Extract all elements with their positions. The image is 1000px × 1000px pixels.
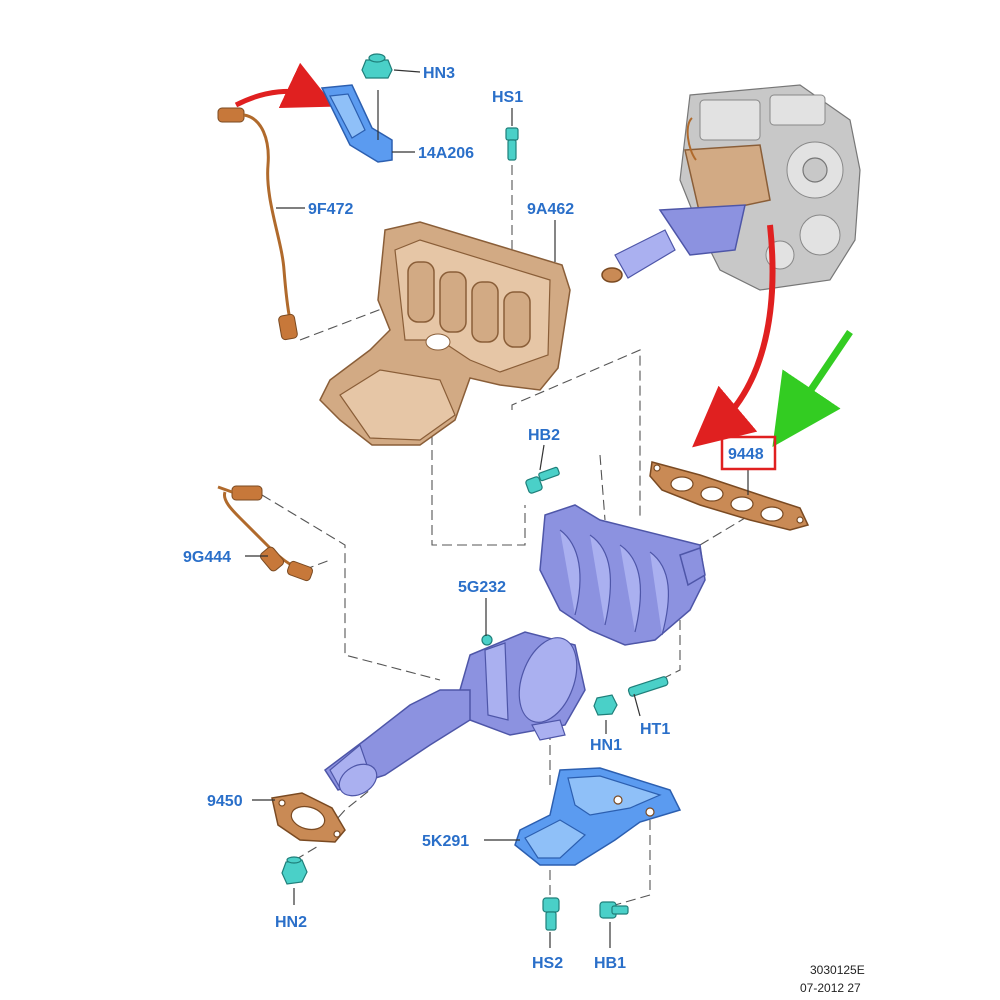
leader-lines xyxy=(245,69,749,948)
bracket-14a206[interactable] xyxy=(320,84,393,163)
highlight-box-9448 xyxy=(720,435,777,471)
stud-hs2[interactable] xyxy=(542,897,560,931)
label-ht1[interactable]: HT1 xyxy=(640,721,670,738)
nut-hn3[interactable] xyxy=(361,53,393,79)
label-hs1[interactable]: HS1 xyxy=(492,89,523,106)
oxygen-sensor-9g444[interactable] xyxy=(217,485,314,582)
gasket-9448[interactable] xyxy=(649,461,810,531)
red-arrow-top xyxy=(234,62,335,109)
label-hn3[interactable]: HN3 xyxy=(423,65,455,82)
label-hs2[interactable]: HS2 xyxy=(532,955,563,972)
exhaust-manifold-5g232[interactable] xyxy=(323,504,706,802)
label-5g232[interactable]: 5G232 xyxy=(458,579,506,596)
heat-shield-9a462[interactable] xyxy=(319,221,571,446)
label-9g444[interactable]: 9G444 xyxy=(183,549,231,566)
label-14a206[interactable]: 14A206 xyxy=(418,145,474,162)
nut-hn1[interactable] xyxy=(593,694,618,716)
gasket-9450[interactable] xyxy=(271,792,346,843)
nut-hn2[interactable] xyxy=(281,856,308,885)
green-arrow xyxy=(772,330,853,448)
label-hn1[interactable]: HN1 xyxy=(590,737,622,754)
diagram-date: 07-2012 27 xyxy=(800,981,861,995)
label-9448[interactable]: 9448 xyxy=(728,446,764,463)
diagram-code: 3030125E xyxy=(810,963,865,977)
label-5k291[interactable]: 5K291 xyxy=(422,833,469,850)
label-9f472[interactable]: 9F472 xyxy=(308,201,353,218)
label-hn2[interactable]: HN2 xyxy=(275,914,307,931)
label-hb2[interactable]: HB2 xyxy=(528,427,560,444)
stud-ht1[interactable] xyxy=(627,676,669,697)
bolt-hb1[interactable] xyxy=(599,901,629,919)
red-arrow-engine xyxy=(692,224,776,448)
label-hb1[interactable]: HB1 xyxy=(594,955,626,972)
stud-hs1[interactable] xyxy=(505,127,519,161)
bolt-hb2[interactable] xyxy=(525,466,560,494)
oxygen-sensor-9f472[interactable] xyxy=(217,107,298,341)
bracket-5k291[interactable] xyxy=(514,767,682,866)
engine-thumbnail xyxy=(601,84,861,291)
label-9450[interactable]: 9450 xyxy=(207,793,243,810)
label-9a462[interactable]: 9A462 xyxy=(527,201,574,218)
